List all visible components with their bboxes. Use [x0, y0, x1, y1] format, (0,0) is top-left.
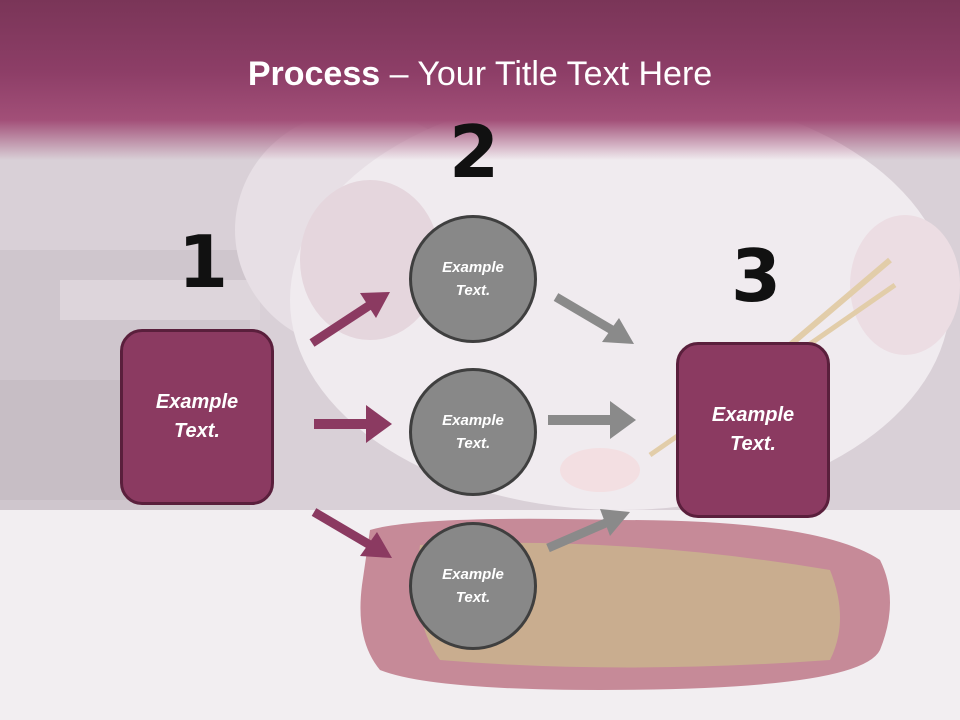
step-1-line2: Text.	[174, 420, 220, 442]
title-bold: Process	[247, 55, 381, 93]
circle-middle-line1: Example	[442, 412, 504, 429]
title-rest: – Your Title Text Here	[380, 55, 713, 93]
circle-top-line2: Text.	[455, 282, 491, 299]
step-3-line2: Text.	[730, 433, 776, 455]
circle-middle-line2: Text.	[455, 435, 491, 452]
circle-bottom-line2: Text.	[455, 589, 491, 606]
step-number-1: 1	[178, 220, 229, 304]
step-1-line1: Example	[155, 391, 239, 413]
slide-title: Process – Your Title Text Here	[0, 52, 960, 96]
circle-top-line1: Example	[442, 259, 504, 276]
step-number-3: 3	[731, 234, 782, 318]
step-3-line1: Example	[711, 404, 795, 426]
step-number-2: 2	[449, 110, 500, 194]
title-bar	[0, 0, 960, 160]
circle-bottom-line1: Example	[442, 566, 504, 583]
